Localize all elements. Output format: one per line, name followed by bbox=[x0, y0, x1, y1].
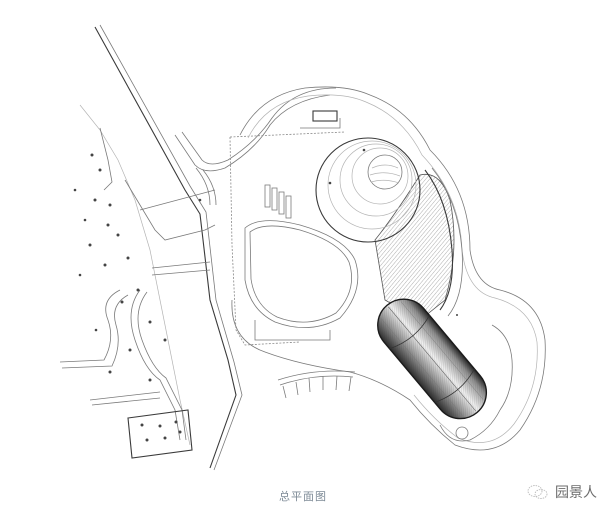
stepped-terraces bbox=[264, 184, 292, 219]
top-road-branch bbox=[174, 87, 337, 206]
figure-caption: 总平面图 bbox=[279, 490, 327, 503]
central-lawn bbox=[244, 220, 359, 341]
service-hut bbox=[300, 110, 341, 129]
wechat-icon bbox=[527, 485, 548, 499]
shoreline-road bbox=[94, 24, 243, 471]
site-boundary bbox=[229, 131, 346, 346]
outer-site-outline bbox=[231, 86, 546, 451]
spiral-tower-building bbox=[315, 137, 421, 243]
arc-steps bbox=[277, 370, 356, 399]
capsule-building bbox=[377, 298, 488, 420]
watermark-text: 园景人 bbox=[555, 485, 597, 501]
end-circle bbox=[439, 314, 513, 442]
hatched-ramp bbox=[374, 167, 463, 321]
watermark: 园景人 bbox=[527, 482, 597, 502]
left-park-area bbox=[59, 104, 216, 459]
